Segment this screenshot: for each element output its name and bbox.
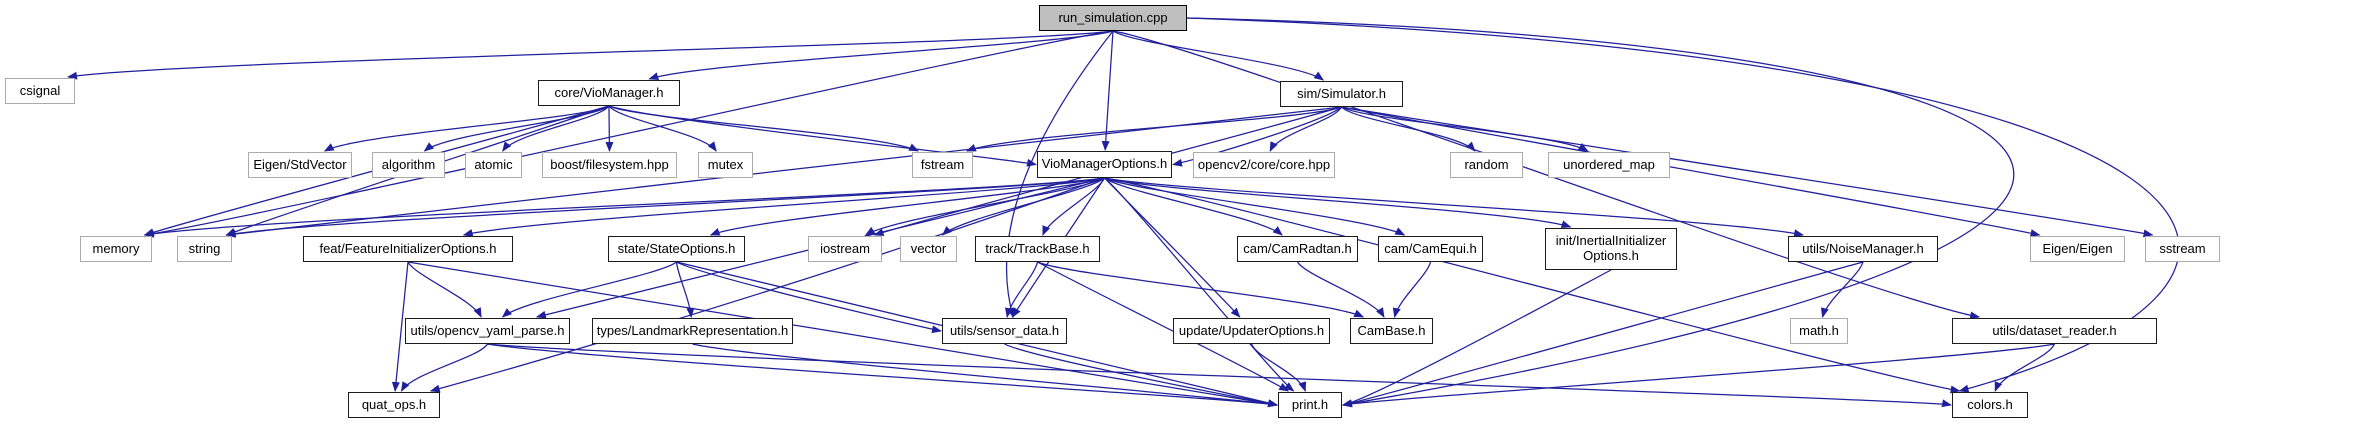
edge-inertialinit-printh: [1342, 269, 1612, 408]
edge-root-simulator: [1112, 30, 1325, 81]
graph-node-cambase[interactable]: CamBase.h: [1350, 318, 1433, 344]
graph-node-vector: vector: [900, 236, 957, 262]
graph-node-sensordata[interactable]: utils/sensor_data.h: [942, 318, 1067, 344]
graph-node-inertialinit[interactable]: init/InertialInitializer Options.h: [1545, 228, 1677, 270]
graph-node-unorderedmap: unordered_map: [1548, 152, 1670, 178]
graph-node-random: random: [1450, 152, 1523, 178]
edge-featinit-yamlparse: [407, 261, 482, 318]
graph-node-opencvcore: opencv2/core/core.hpp: [1193, 152, 1335, 178]
edge-trackbase-sensordata: [1005, 261, 1039, 318]
edge-simulator-sstream: [1341, 106, 2154, 238]
edge-viomanageroptions-vector: [941, 177, 1105, 236]
edge-trackbase-printh: [1037, 261, 1290, 392]
graph-node-printh[interactable]: print.h: [1278, 392, 1342, 418]
edge-updateroptions-printh: [1250, 343, 1307, 392]
edge-datasetreader-colorsh: [1994, 343, 2056, 392]
graph-node-string: string: [177, 236, 232, 262]
edge-trackbase-cambase: [1037, 261, 1365, 318]
edge-viomanageroptions-featinit: [462, 177, 1105, 237]
graph-node-memory: memory: [80, 236, 152, 262]
graph-node-simulator[interactable]: sim/Simulator.h: [1280, 81, 1403, 107]
edge-simulator-opencvcore: [1269, 106, 1343, 152]
edge-yamlparse-printh: [487, 343, 1278, 408]
edge-featinit-quatops: [391, 261, 409, 392]
edge-root-viomanager: [648, 30, 1114, 81]
edge-yamlparse-quatops: [400, 343, 489, 392]
edge-viomanageroptions-printh: [1104, 177, 1295, 392]
graph-node-sstream: sstream: [2145, 236, 2220, 262]
edge-root-memory: [143, 30, 1114, 238]
edge-datasetreader-printh: [1342, 343, 2055, 408]
edge-stateoptions-landmarkrep: [675, 261, 695, 318]
edge-viomanageroptions-noisemanager: [1104, 177, 1804, 238]
edge-viomanager-eigenstdvector: [323, 105, 610, 152]
edge-simulator-unorderedmap: [1341, 106, 1589, 152]
graph-node-root: run_simulation.cpp: [1039, 5, 1187, 31]
edge-viomanageroptions-quatops: [429, 177, 1105, 393]
graph-node-iostream: iostream: [808, 236, 882, 262]
graph-node-landmarkrep[interactable]: types/LandmarkRepresentation.h: [592, 318, 793, 344]
edge-viomanager-mutex: [608, 105, 717, 152]
edge-viomanager-viomanageroptions: [608, 105, 1037, 167]
edge-viomanageroptions-stateoptions: [709, 177, 1105, 236]
graph-node-csignal: csignal: [5, 78, 75, 104]
edge-root-csignal: [67, 30, 1114, 80]
edge-root-viomanageroptions: [1101, 30, 1114, 151]
edge-viomanageroptions-camequi: [1104, 177, 1406, 236]
edge-simulator-viomanageroptions: [1172, 106, 1342, 167]
edge-stateoptions-yamlparse: [501, 261, 677, 318]
graph-node-camradtan[interactable]: cam/CamRadtan.h: [1237, 236, 1358, 262]
edge-sensordata-printh: [1004, 343, 1278, 408]
edge-simulator-eigeneigen: [1341, 106, 2041, 238]
edge-viomanager-algorithm: [423, 105, 610, 152]
edge-viomanager-atomic: [502, 105, 610, 152]
edge-viomanageroptions-camradtan: [1104, 177, 1283, 236]
graph-node-algorithm: algorithm: [372, 152, 445, 178]
edge-landmarkrep-printh: [692, 343, 1278, 408]
edge-noisemanager-mathh: [1821, 261, 1864, 318]
graph-node-mutex: mutex: [698, 152, 753, 178]
graph-node-atomic: atomic: [465, 152, 522, 178]
edge-noisemanager-printh: [1342, 261, 1864, 408]
edge-viomanageroptions-string: [225, 177, 1105, 238]
graph-node-updateroptions[interactable]: update/UpdaterOptions.h: [1173, 318, 1330, 344]
edge-featinit-printh: [407, 261, 1278, 408]
edge-viomanageroptions-colorsh: [1104, 177, 1961, 394]
graph-node-mathh: math.h: [1790, 318, 1848, 344]
edge-simulator-random: [1341, 106, 1476, 152]
graph-node-boostfs: boost/filesystem.hpp: [542, 152, 677, 178]
graph-node-stateoptions[interactable]: state/StateOptions.h: [608, 236, 745, 262]
graph-node-camequi[interactable]: cam/CamEqui.h: [1378, 236, 1483, 262]
graph-node-colorsh[interactable]: colors.h: [1952, 392, 2028, 418]
edge-viomanageroptions-trackbase: [1042, 177, 1106, 236]
edge-camradtan-cambase: [1296, 261, 1385, 318]
graph-node-viomanageroptions[interactable]: VioManagerOptions.h: [1037, 151, 1172, 178]
graph-node-featinit[interactable]: feat/FeatureInitializerOptions.h: [303, 236, 513, 262]
edge-camequi-cambase: [1392, 261, 1432, 318]
graph-node-eigenstdvector: Eigen/StdVector: [248, 152, 352, 178]
graph-node-viomanager[interactable]: core/VioManager.h: [538, 80, 680, 106]
edge-root-printh: [1186, 17, 2015, 408]
graph-node-eigeneigen: Eigen/Eigen: [2030, 236, 2125, 262]
graph-node-fstream: fstream: [912, 152, 973, 178]
edge-stateoptions-sensordata: [676, 261, 942, 334]
edge-root-datasetreader: [1112, 30, 1981, 320]
edge-viomanageroptions-inertialinit: [1104, 177, 1572, 229]
graph-node-yamlparse[interactable]: utils/opencv_yaml_parse.h: [405, 318, 570, 344]
graph-node-noisemanager[interactable]: utils/NoiseManager.h: [1788, 236, 1938, 262]
graph-node-datasetreader[interactable]: utils/dataset_reader.h: [1952, 318, 2157, 344]
graph-node-trackbase[interactable]: track/TrackBase.h: [975, 236, 1100, 262]
graph-node-quatops[interactable]: quat_ops.h: [348, 392, 440, 418]
